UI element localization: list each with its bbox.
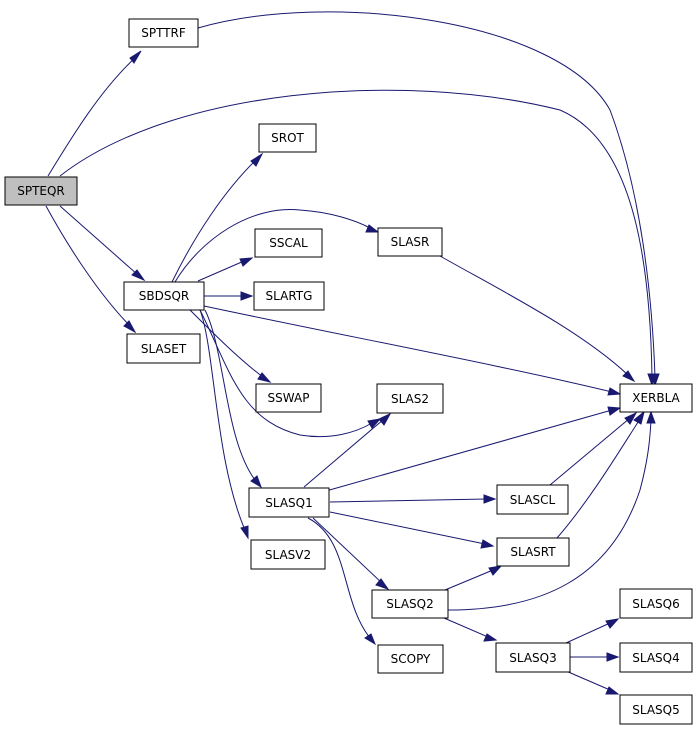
node-slasq3[interactable]: SLASQ3 (495, 642, 571, 673)
node-sscal[interactable]: SSCAL (254, 228, 323, 258)
node-spteqr[interactable]: SPTEQR (4, 176, 78, 206)
node-srot[interactable]: SROT (258, 123, 317, 153)
edge-slasq1-slasq2 (312, 517, 390, 590)
node-xerbla[interactable]: XERBLA (619, 383, 693, 413)
edge-slascl-xerbla (549, 411, 638, 486)
node-label-slartg: SLARTG (266, 289, 313, 303)
node-slascl[interactable]: SLASCL (496, 484, 569, 515)
edge-slasq3-slasq5 (565, 670, 620, 695)
edge-slasq2-slasq3 (443, 617, 498, 642)
edge-spteqr-spttrf (47, 50, 142, 177)
node-label-slasq3: SLASQ3 (509, 651, 556, 665)
node-label-slasq4: SLASQ4 (632, 651, 679, 665)
edge-sbdsqr-slasq1 (204, 309, 262, 489)
edge-sbdsqr-xerbla (203, 305, 622, 396)
node-label-sscal: SSCAL (269, 236, 308, 250)
node-label-slasv2: SLASV2 (265, 548, 311, 562)
edge-sbdsqr-slasr (174, 209, 380, 283)
edge-sbdsqr-slasv2 (199, 309, 249, 540)
node-label-slasq5: SLASQ5 (632, 703, 679, 717)
node-label-slasq2: SLASQ2 (386, 597, 433, 611)
node-slasq6[interactable]: SLASQ6 (619, 588, 693, 619)
node-label-scopy: SCOPY (391, 652, 431, 666)
edge-sbdsqr-slartg (204, 291, 254, 301)
node-label-slasrt: SLASRT (510, 545, 556, 559)
edge-slasq3-slasq6 (565, 618, 620, 644)
node-slasv2[interactable]: SLASV2 (250, 539, 326, 570)
edge-slasq2-xerbla (447, 410, 656, 611)
edge-sbdsqr-slas2 (199, 309, 382, 438)
edge-slasq1-slas2 (303, 412, 392, 488)
edge-slasrt-xerbla (556, 410, 645, 539)
node-sbdsqr[interactable]: SBDSQR (123, 281, 205, 311)
edge-slasq1-slascl (329, 494, 497, 504)
node-label-sswap: SSWAP (268, 391, 310, 405)
node-slasq2[interactable]: SLASQ2 (371, 589, 449, 619)
node-label-xerbla: XERBLA (632, 391, 680, 405)
edge-slasq1-xerbla (325, 406, 622, 492)
edge-slasq3-slasq4 (570, 652, 620, 662)
node-label-slasq6: SLASQ6 (632, 597, 679, 611)
node-slasrt[interactable]: SLASRT (496, 537, 570, 567)
nodes-layer: SPTEQR SPTTRF XERBLA SBDSQR SLASET SROT … (4, 18, 693, 725)
node-slaset[interactable]: SLASET (126, 333, 201, 364)
node-label-sbdsqr: SBDSQR (139, 289, 190, 303)
edge-sbdsqr-sswap (189, 309, 272, 383)
edge-spteqr-slaset (45, 205, 137, 334)
node-label-slasr: SLASR (391, 235, 430, 249)
edge-sbdsqr-srot (171, 152, 264, 283)
node-spttrf[interactable]: SPTTRF (128, 18, 199, 48)
node-label-slascl: SLASCL (510, 493, 556, 507)
node-slasq4[interactable]: SLASQ4 (619, 642, 693, 673)
node-label-slaset: SLASET (141, 342, 187, 356)
edge-slasq1-slasrt (329, 511, 495, 549)
node-scopy[interactable]: SCOPY (377, 644, 444, 674)
edge-spteqr-sbdsqr (59, 205, 146, 282)
edge-sbdsqr-sscal (197, 257, 254, 282)
edge-spttrf-xerbla (197, 11, 660, 387)
node-slasr[interactable]: SLASR (377, 227, 443, 257)
node-sswap[interactable]: SSWAP (255, 383, 322, 413)
node-slartg[interactable]: SLARTG (253, 281, 325, 311)
edge-slasr-xerbla (439, 255, 636, 383)
node-label-spttrf: SPTTRF (141, 26, 186, 40)
node-label-srot: SROT (271, 131, 304, 145)
node-slasq5[interactable]: SLASQ5 (619, 694, 693, 725)
edge-slasq1-scopy (307, 517, 377, 646)
node-slasq1[interactable]: SLASQ1 (248, 487, 330, 518)
edge-slasq2-slasrt (444, 565, 503, 591)
node-label-slas2: SLAS2 (391, 392, 429, 406)
node-slas2[interactable]: SLAS2 (376, 383, 444, 414)
node-label-spteqr: SPTEQR (17, 184, 65, 198)
node-label-slasq1: SLASQ1 (265, 496, 312, 510)
edges-layer (45, 11, 660, 695)
